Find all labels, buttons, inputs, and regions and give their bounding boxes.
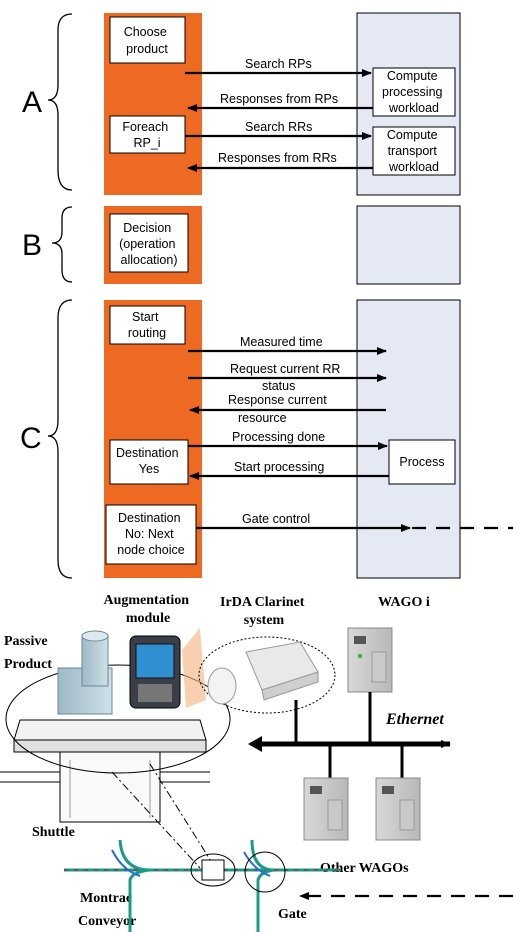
compute-transport-label: Compute transport workload — [387, 128, 441, 174]
foreach-rp-label: Foreach RP_i — [122, 120, 171, 150]
measured-time-label: Measured time — [240, 335, 323, 349]
decision-label: Decision (operation allocation) — [119, 221, 179, 267]
gate-label: Gate — [278, 907, 307, 922]
passive-product-label: Passive Product — [4, 634, 52, 672]
compute-processing-box — [372, 67, 456, 117]
search-rps-label: Search RPs — [245, 57, 312, 71]
ethernet-left-arrow — [248, 736, 262, 752]
choose-product-label: Choose product — [124, 25, 171, 56]
choose-product-box — [109, 16, 186, 64]
conveyor-highlight — [190, 853, 236, 887]
irda-system-label: IrDA Clarinet system — [220, 595, 308, 628]
search-rrs-label: Search RRs — [245, 120, 312, 134]
process-label: Process — [399, 455, 444, 469]
start-routing-box — [109, 305, 186, 345]
ethernet-label: Ethernet — [385, 711, 444, 728]
physical-setup: Augmentation module IrDA Clarinet system… — [0, 593, 513, 932]
start-routing-label: Start routing — [128, 310, 166, 340]
ethernet-bus — [258, 692, 451, 780]
brace-a — [47, 13, 73, 191]
foreach-rp-box — [109, 115, 186, 154]
processing-done-label: Processing done — [232, 430, 325, 444]
destination-no-label: Destination No: Next node choice — [117, 511, 184, 557]
irda-ellipse — [198, 636, 336, 714]
process-box — [388, 439, 456, 485]
blue-lane-c — [356, 299, 461, 579]
section-c-label: C — [20, 422, 42, 455]
shuttle-ellipse — [5, 664, 231, 774]
brace-c — [47, 299, 73, 579]
wago-i-label: WAGO i — [378, 595, 430, 610]
start-processing-label: Start processing — [234, 460, 324, 474]
destination-no-box — [105, 504, 197, 565]
compute-transport-box — [372, 126, 456, 176]
destination-yes-label: Destination Yes — [116, 446, 182, 476]
pda-device — [129, 635, 181, 709]
decision-box — [109, 213, 189, 273]
response-resource-label: Response current resource — [228, 393, 330, 425]
section-b: B Decision (operation allocation) — [22, 205, 461, 285]
section-b-label: B — [22, 229, 42, 262]
other-wagos-label: Other WAGOs — [320, 861, 409, 876]
shuttle-illustration — [0, 719, 210, 823]
blue-lane-b — [356, 205, 461, 285]
responses-rps-label: Responses from RPs — [220, 92, 338, 106]
compute-processing-label: Compute processing workload — [382, 69, 446, 115]
brace-b — [51, 206, 73, 283]
shuttle-label: Shuttle — [32, 825, 75, 840]
destination-yes-box — [109, 439, 189, 485]
section-c: C Start routing Destination Yes Destinat… — [20, 299, 513, 579]
wago-i-device — [347, 627, 393, 693]
other-wagos-devices — [303, 777, 421, 841]
montrac-conveyor-shape — [64, 839, 340, 932]
gate-circle — [244, 851, 286, 893]
ir-beam — [182, 628, 206, 708]
passive-product-shape — [57, 630, 113, 715]
gate-control-label: Gate control — [242, 512, 310, 526]
responses-rrs-label: Responses from RRs — [218, 151, 337, 165]
request-rr-status-label: Request current RR status — [230, 362, 344, 393]
conveyor-shuttle-box — [201, 859, 225, 881]
irda-device — [207, 641, 319, 705]
montrac-conveyor-label: Montrac Conveyor — [78, 891, 136, 929]
section-a-label: A — [22, 86, 42, 119]
augmentation-module-label: Augmentation module — [103, 593, 192, 626]
section-a: A Choose product Foreach RP_i Compute pr… — [22, 12, 461, 196]
